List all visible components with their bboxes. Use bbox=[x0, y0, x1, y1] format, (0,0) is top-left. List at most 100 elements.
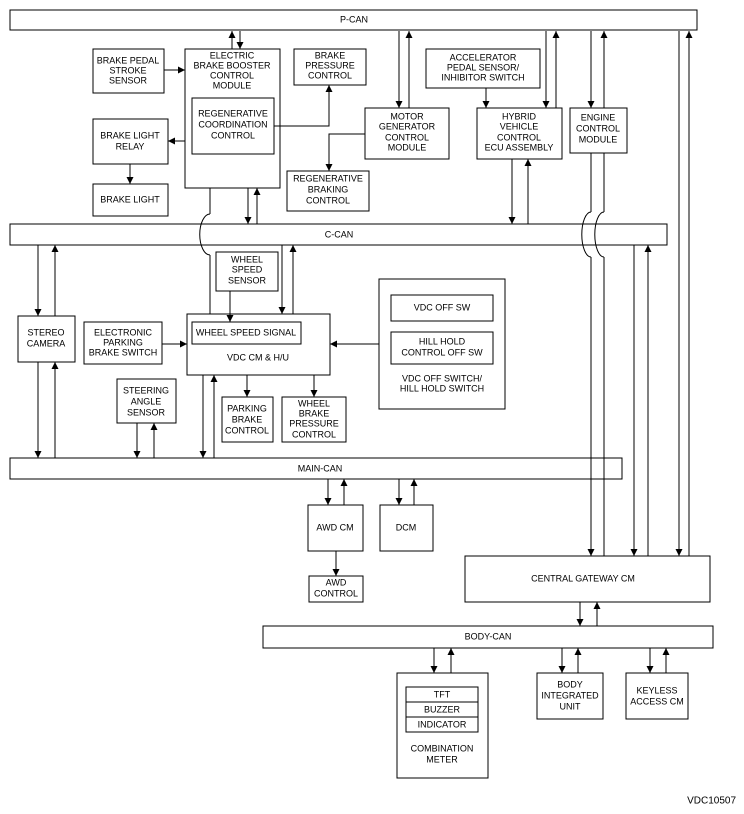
regenerative-coordination-control: REGENERATIVE COORDINATION CONTROL bbox=[191, 97, 275, 155]
bpc-line-1: BRAKE bbox=[315, 50, 346, 60]
brake-pressure-control: BRAKE PRESSURE CONTROL bbox=[293, 48, 367, 86]
sas-line-1: STEERING bbox=[123, 385, 169, 395]
brake-light-relay: BRAKE LIGHT RELAY bbox=[92, 118, 169, 165]
awd-cm-label: AWD CM bbox=[316, 522, 353, 532]
ecm-line-1: ENGINE bbox=[581, 112, 616, 122]
rbc-line-2: BRAKING bbox=[308, 184, 349, 194]
regenerative-braking-control: REGENERATIVE BRAKING CONTROL bbox=[286, 170, 370, 212]
epb-line-3: BRAKE SWITCH bbox=[89, 347, 158, 357]
aps-line-3: INHIBITOR SWITCH bbox=[441, 72, 524, 82]
wire-rcc-to-bpc bbox=[274, 85, 333, 127]
hv-line-2: VEHICLE bbox=[500, 121, 539, 131]
mg-line-1: MOTOR bbox=[390, 111, 424, 121]
wbpc-line-2: BRAKE bbox=[299, 408, 330, 418]
wire-mg-to-rbc bbox=[325, 133, 365, 171]
cgw-label: CENTRAL GATEWAY CM bbox=[531, 573, 635, 583]
sas-line-2: ANGLE bbox=[131, 396, 162, 406]
buzzer-label: BUZZER bbox=[424, 704, 461, 714]
engine-control-module: ENGINE CONTROL MODULE bbox=[569, 107, 628, 154]
rcc-line-3: CONTROL bbox=[211, 130, 255, 140]
sc-line-2: CAMERA bbox=[27, 338, 66, 348]
kac-line-2: ACCESS CM bbox=[630, 696, 684, 706]
rcc-line-2: COORDINATION bbox=[198, 119, 267, 129]
brake-pedal-stroke-sensor-line-3: SENSOR bbox=[109, 75, 148, 85]
mg-line-2: GENERATOR bbox=[379, 121, 436, 131]
ebb-line-4: MODULE bbox=[213, 80, 252, 90]
pbc-line-2: BRAKE bbox=[232, 414, 263, 424]
sas-line-3: SENSOR bbox=[127, 407, 166, 417]
vdc-off-sw: VDC OFF SW bbox=[390, 294, 494, 322]
wire-ecm-gw-2-hop bbox=[594, 211, 605, 258]
hv-line-4: ECU ASSEMBLY bbox=[485, 142, 554, 152]
vdc-off-sw-label: VDC OFF SW bbox=[414, 302, 471, 312]
awdc-line-2: CONTROL bbox=[314, 588, 358, 598]
main-can-bus: MAIN-CAN bbox=[9, 457, 623, 480]
mg-line-4: MODULE bbox=[388, 142, 427, 152]
hh-line-2: CONTROL OFF SW bbox=[401, 347, 483, 357]
hill-hold-control-off-sw: HILL HOLD CONTROL OFF SW bbox=[390, 331, 494, 365]
dcm: DCM bbox=[379, 504, 434, 552]
brake-pedal-stroke-sensor: BRAKE PEDAL STROKE SENSOR bbox=[92, 48, 165, 94]
hh-line-1: HILL HOLD bbox=[419, 336, 466, 346]
wbpc-line-4: CONTROL bbox=[292, 429, 336, 439]
steering-angle-sensor: STEERING ANGLE SENSOR bbox=[116, 378, 177, 424]
awd-control: AWD CONTROL bbox=[308, 575, 364, 603]
indicator: INDICATOR bbox=[405, 716, 479, 733]
blr-line-1: BRAKE LIGHT bbox=[100, 130, 160, 140]
parking-brake-control: PARKING BRAKE CONTROL bbox=[221, 396, 274, 443]
biu-line-3: UNIT bbox=[560, 701, 581, 711]
rbc-line-3: CONTROL bbox=[306, 195, 350, 205]
figure-reference: VDC10507 bbox=[687, 796, 736, 807]
brake-pedal-stroke-sensor-line-2: STROKE bbox=[109, 65, 146, 75]
hv-line-3: CONTROL bbox=[497, 132, 541, 142]
bl-line-1: BRAKE LIGHT bbox=[100, 194, 160, 204]
cm-line-1: COMBINATION bbox=[411, 743, 474, 753]
connections bbox=[34, 31, 693, 673]
body-integrated-unit: BODY INTEGRATED UNIT bbox=[536, 672, 604, 720]
brake-light: BRAKE LIGHT bbox=[92, 183, 169, 217]
tft: TFT bbox=[405, 686, 479, 703]
biu-line-2: INTEGRATED bbox=[541, 690, 599, 700]
sc-line-1: STEREO bbox=[27, 327, 64, 337]
brake-pedal-stroke-sensor-line-1: BRAKE PEDAL bbox=[97, 55, 160, 65]
indicator-label: INDICATOR bbox=[418, 719, 467, 729]
cm-line-2: METER bbox=[426, 754, 458, 764]
pbc-line-3: CONTROL bbox=[225, 425, 269, 435]
wbpc-line-1: WHEEL bbox=[298, 398, 330, 408]
awdc-line-1: AWD bbox=[326, 577, 347, 587]
stereo-camera: STEREO CAMERA bbox=[17, 315, 76, 363]
ebb-line-2: BRAKE BOOSTER bbox=[193, 60, 271, 70]
wire-ebb-vdc-hop bbox=[199, 213, 211, 256]
blr-line-2: RELAY bbox=[116, 141, 145, 151]
p-can-label: P-CAN bbox=[340, 14, 368, 24]
wheel-speed-signal: WHEEL SPEED SIGNAL bbox=[191, 321, 302, 345]
hybrid-vehicle-control-ecu: HYBRID VEHICLE CONTROL ECU ASSEMBLY bbox=[476, 107, 563, 160]
electronic-parking-brake-switch: ELECTRONIC PARKING BRAKE SWITCH bbox=[83, 321, 163, 365]
epb-line-2: PARKING bbox=[103, 337, 143, 347]
ebb-line-3: CONTROL bbox=[210, 70, 254, 80]
ecm-line-3: MODULE bbox=[579, 134, 618, 144]
p-can-bus: P-CAN bbox=[9, 9, 698, 31]
central-gateway-cm: CENTRAL GATEWAY CM bbox=[464, 555, 711, 603]
vdc-cm-hu-label: VDC CM & H/U bbox=[227, 352, 289, 362]
wheel-speed-sensor: WHEEL SPEED SENSOR bbox=[215, 251, 279, 292]
kac-line-1: KEYLESS bbox=[636, 685, 677, 695]
ecm-line-2: CONTROL bbox=[576, 123, 620, 133]
bpc-line-3: CONTROL bbox=[308, 70, 352, 80]
vohh-line-1: VDC OFF SWITCH/ bbox=[402, 373, 482, 383]
wss-line-3: SENSOR bbox=[228, 275, 267, 285]
ebb-line-1: ELECTRIC bbox=[210, 50, 255, 60]
hv-line-1: HYBRID bbox=[502, 111, 537, 121]
c-can-label: C-CAN bbox=[325, 229, 354, 239]
main-can-label: MAIN-CAN bbox=[298, 463, 343, 473]
mg-line-3: CONTROL bbox=[385, 132, 429, 142]
body-can-label: BODY-CAN bbox=[465, 631, 512, 641]
buzzer: BUZZER bbox=[405, 701, 479, 718]
dcm-label: DCM bbox=[396, 522, 417, 532]
wss-line-1: WHEEL bbox=[231, 254, 263, 264]
tft-label: TFT bbox=[434, 689, 451, 699]
wheel-brake-pressure-control: WHEEL BRAKE PRESSURE CONTROL bbox=[281, 396, 347, 443]
body-can-bus: BODY-CAN bbox=[262, 625, 714, 649]
pbc-line-1: PARKING bbox=[227, 403, 267, 413]
